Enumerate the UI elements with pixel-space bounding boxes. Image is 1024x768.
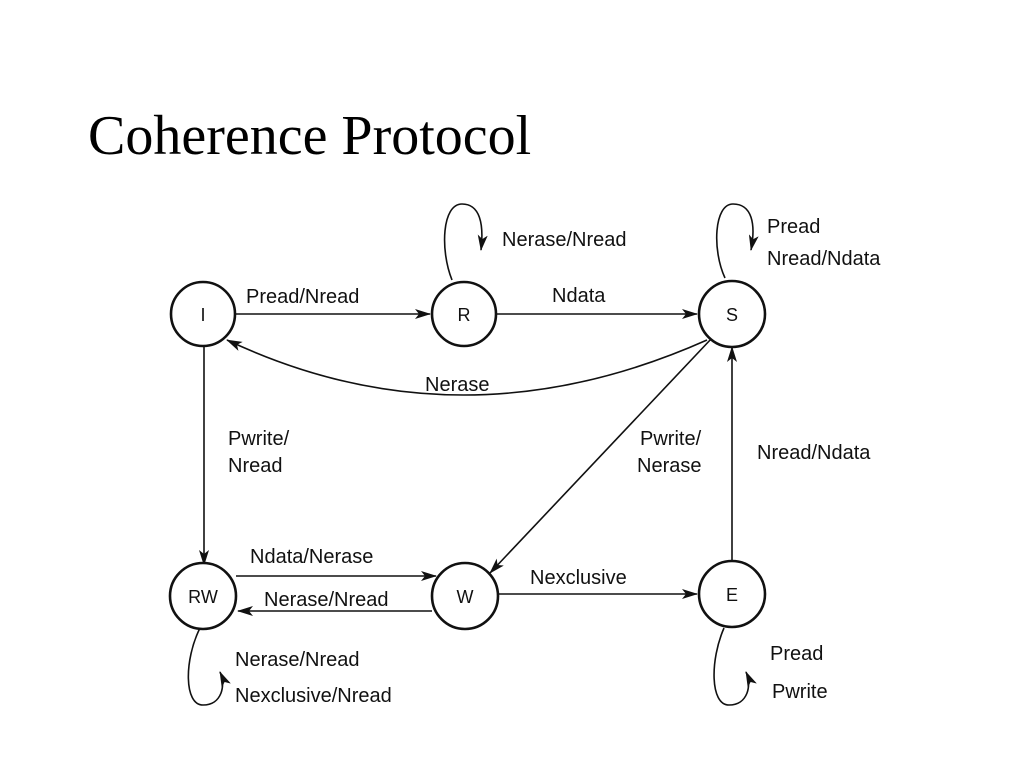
state-node-i: I xyxy=(169,280,237,348)
label-e-self-line1: Pread xyxy=(770,643,823,665)
label-i-to-r: Pread/Nread xyxy=(246,286,359,308)
label-w-to-e: Nexclusive xyxy=(530,567,627,589)
state-node-e: E xyxy=(697,559,767,629)
label-s-to-w-line2: Nerase xyxy=(637,455,701,477)
state-label-rw: RW xyxy=(188,587,218,607)
label-s-to-i: Nerase xyxy=(425,374,489,396)
label-s-self-line2: Nread/Ndata xyxy=(767,248,881,270)
edge-s-to-i xyxy=(226,339,708,396)
label-e-to-s: Nread/Ndata xyxy=(757,442,871,464)
label-w-to-rw: Nerase/Nread xyxy=(264,589,389,611)
label-r-to-s: Ndata xyxy=(552,285,606,307)
label-r-self: Nerase/Nread xyxy=(502,229,627,251)
label-i-to-rw-line2: Nread xyxy=(228,455,282,477)
label-s-self-line1: Pread xyxy=(767,216,820,238)
label-i-to-rw-line1: Pwrite/ xyxy=(228,428,290,450)
state-label-s: S xyxy=(726,305,738,325)
loop-e-self xyxy=(713,627,757,706)
label-s-to-w-line1: Pwrite/ xyxy=(640,428,702,450)
label-e-self-line2: Pwrite xyxy=(772,681,828,703)
state-node-w: W xyxy=(430,561,500,631)
edge-s-to-w xyxy=(489,337,713,574)
slide-title: Coherence Protocol xyxy=(88,105,532,167)
state-node-r: R xyxy=(430,280,498,348)
loop-s-self xyxy=(715,203,759,279)
label-rw-self-line1: Nerase/Nread xyxy=(235,649,360,671)
state-label-i: I xyxy=(200,305,205,325)
state-node-rw: RW xyxy=(168,561,238,631)
state-label-e: E xyxy=(726,585,738,605)
label-rw-to-w: Ndata/Nerase xyxy=(250,546,373,568)
loop-r-self xyxy=(443,203,488,281)
label-rw-self-line2: Nexclusive/Nread xyxy=(235,685,392,707)
state-node-s: S xyxy=(697,279,767,349)
loop-rw-self xyxy=(187,627,231,706)
state-label-r: R xyxy=(458,305,471,325)
state-label-w: W xyxy=(457,587,474,607)
